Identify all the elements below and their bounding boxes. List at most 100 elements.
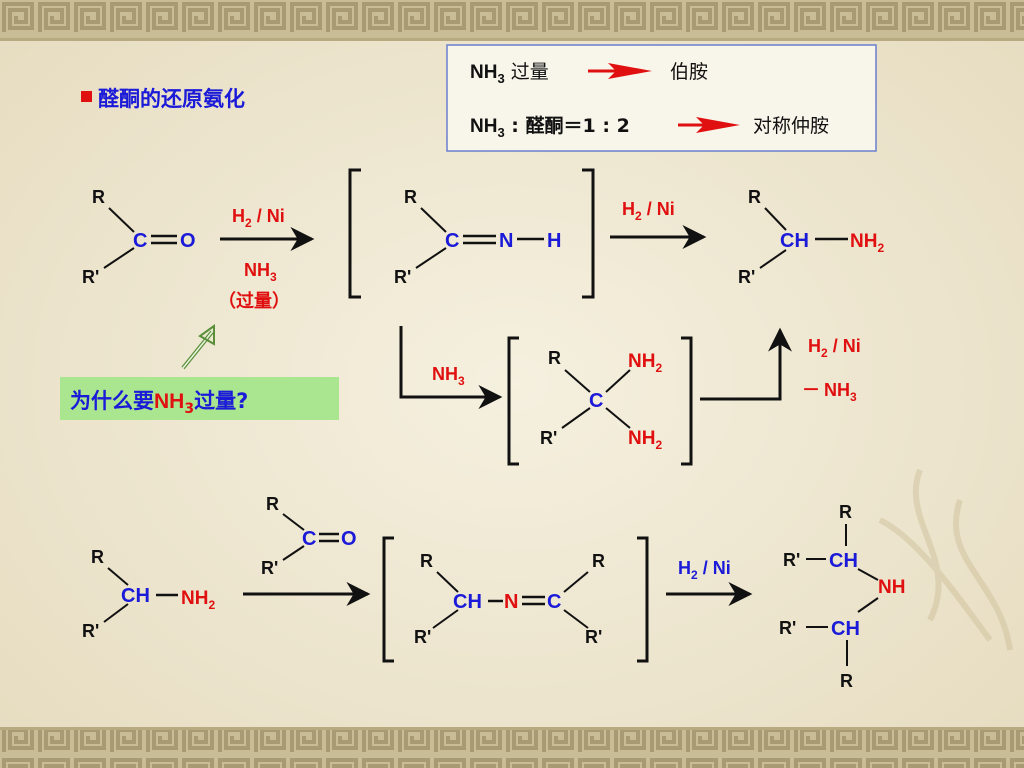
- atom-label: C: [302, 528, 316, 550]
- bond: [103, 603, 129, 623]
- reagent-label: －NH3: [802, 380, 857, 404]
- legend-box: NH3 过量 伯胺 NH3 : 醛酮＝1 : 2 对称仲胺: [446, 44, 877, 152]
- bottom-border-pattern: [0, 730, 1024, 768]
- legend-row: NH3 过量 伯胺: [470, 61, 708, 86]
- atom-label: R': [779, 618, 796, 638]
- bond: [563, 571, 589, 593]
- reagent-label: NH3: [432, 364, 465, 388]
- bond: [605, 369, 631, 393]
- atom-label: CH: [121, 585, 150, 607]
- top-border-pattern: [0, 0, 1024, 38]
- elimination-arrow: H2 / Ni －NH3: [700, 327, 861, 404]
- atom-label: CH: [829, 550, 858, 572]
- atom-label: R': [585, 627, 602, 647]
- legend-arrow-head: [608, 63, 652, 79]
- atom-label: R': [261, 558, 278, 578]
- imine-intermediate: R R' C N H: [348, 168, 595, 299]
- second-carbonyl-reagent: R R' C O: [261, 494, 357, 578]
- top-border-line: [0, 38, 1024, 41]
- bracket: [348, 168, 361, 299]
- bond: [415, 247, 447, 269]
- bond: [420, 207, 447, 233]
- question-pointer-head: [198, 324, 215, 346]
- question-text: 为什么要NH3过量?: [70, 389, 248, 417]
- bond: [108, 207, 135, 233]
- bond: [107, 567, 129, 586]
- atom-label: N: [499, 230, 513, 252]
- atom-label: R': [783, 550, 800, 570]
- legend-row: NH3 : 醛酮＝1 : 2 对称仲胺: [470, 114, 829, 140]
- primary-amine-reactant: R R' CH NH2: [82, 547, 215, 641]
- bond: [436, 571, 459, 593]
- reagent-label: H2 / Ni: [622, 199, 675, 223]
- reagent-label: （过量）: [218, 290, 290, 312]
- arrow-line: [399, 326, 503, 409]
- primary-amine-product: R R' CH NH2: [738, 187, 884, 287]
- secondary-amine-product: R R' CH NH R' CH R: [779, 502, 905, 691]
- legend-left-text: NH3 : 醛酮＝1 : 2: [470, 114, 630, 140]
- atom-label: R': [82, 267, 99, 287]
- atom-label: R: [420, 551, 433, 571]
- question-background: [60, 377, 339, 420]
- reagent-label: H2 / Ni: [232, 206, 285, 230]
- reaction-arrow: H2 / Ni NH3 （过量）: [218, 206, 315, 312]
- bond: [563, 609, 589, 629]
- atom-label: R: [92, 187, 105, 207]
- atom-label: R': [82, 621, 99, 641]
- bond: [432, 609, 459, 629]
- atom-label: NH2: [628, 428, 662, 452]
- imine-intermediate-2: R R' CH N C R R': [382, 536, 649, 663]
- carbonyl-compound: R R' C O: [82, 187, 196, 287]
- atom-label: R: [839, 502, 852, 522]
- arrow-line: [700, 327, 792, 401]
- bracket: [507, 336, 519, 466]
- question-pointer-highlight: [182, 331, 213, 369]
- atom-label: H: [547, 230, 561, 252]
- legend-right-text: 对称仲胺: [753, 115, 829, 137]
- reagent-label: H2 / Ni: [808, 336, 861, 360]
- atom-label: R: [840, 671, 853, 691]
- bond: [857, 597, 879, 613]
- atom-label: R': [738, 267, 755, 287]
- bond: [561, 407, 591, 429]
- bond: [564, 369, 591, 393]
- legend-frame: [446, 44, 877, 152]
- atom-label: O: [341, 528, 357, 550]
- atom-label: C: [589, 390, 603, 412]
- atom-label: C: [445, 230, 459, 252]
- atom-label: NH2: [181, 588, 215, 612]
- atom-label: R: [404, 187, 417, 207]
- reaction-arrow: H2 / Ni: [610, 199, 707, 249]
- reagent-label: NH3: [244, 260, 277, 284]
- question-box: 为什么要NH3过量?: [60, 324, 339, 420]
- atom-label: CH: [780, 230, 809, 252]
- bracket: [582, 168, 595, 299]
- legend-left-text: NH3 过量: [470, 61, 549, 86]
- bond: [282, 513, 305, 531]
- atom-label: CH: [453, 591, 482, 613]
- atom-label: CH: [831, 618, 860, 640]
- atom-label: NH: [878, 577, 905, 598]
- page-title: 醛酮的还原氨化: [98, 87, 245, 111]
- bracket: [637, 536, 649, 663]
- reagent-label: H2 / Ni: [678, 558, 731, 582]
- atom-label: R': [540, 428, 557, 448]
- bond: [282, 545, 305, 561]
- bond: [857, 568, 879, 581]
- atom-label: R: [91, 547, 104, 567]
- bond: [605, 407, 631, 429]
- atom-label: C: [547, 591, 561, 613]
- reaction-arrow: H2 / Ni: [666, 558, 753, 606]
- gem-diamine-intermediate: R R' C NH2 NH2: [507, 336, 693, 466]
- decorative-branch: [878, 468, 1013, 651]
- atom-label: R': [394, 267, 411, 287]
- bond: [764, 207, 787, 231]
- atom-label: R: [266, 494, 279, 514]
- legend-right-text: 伯胺: [670, 61, 708, 83]
- bottom-border-line: [0, 727, 1024, 730]
- side-path-arrow: NH3: [399, 326, 503, 409]
- atom-label: NH2: [628, 351, 662, 375]
- bond: [103, 247, 135, 269]
- bracket: [681, 336, 693, 466]
